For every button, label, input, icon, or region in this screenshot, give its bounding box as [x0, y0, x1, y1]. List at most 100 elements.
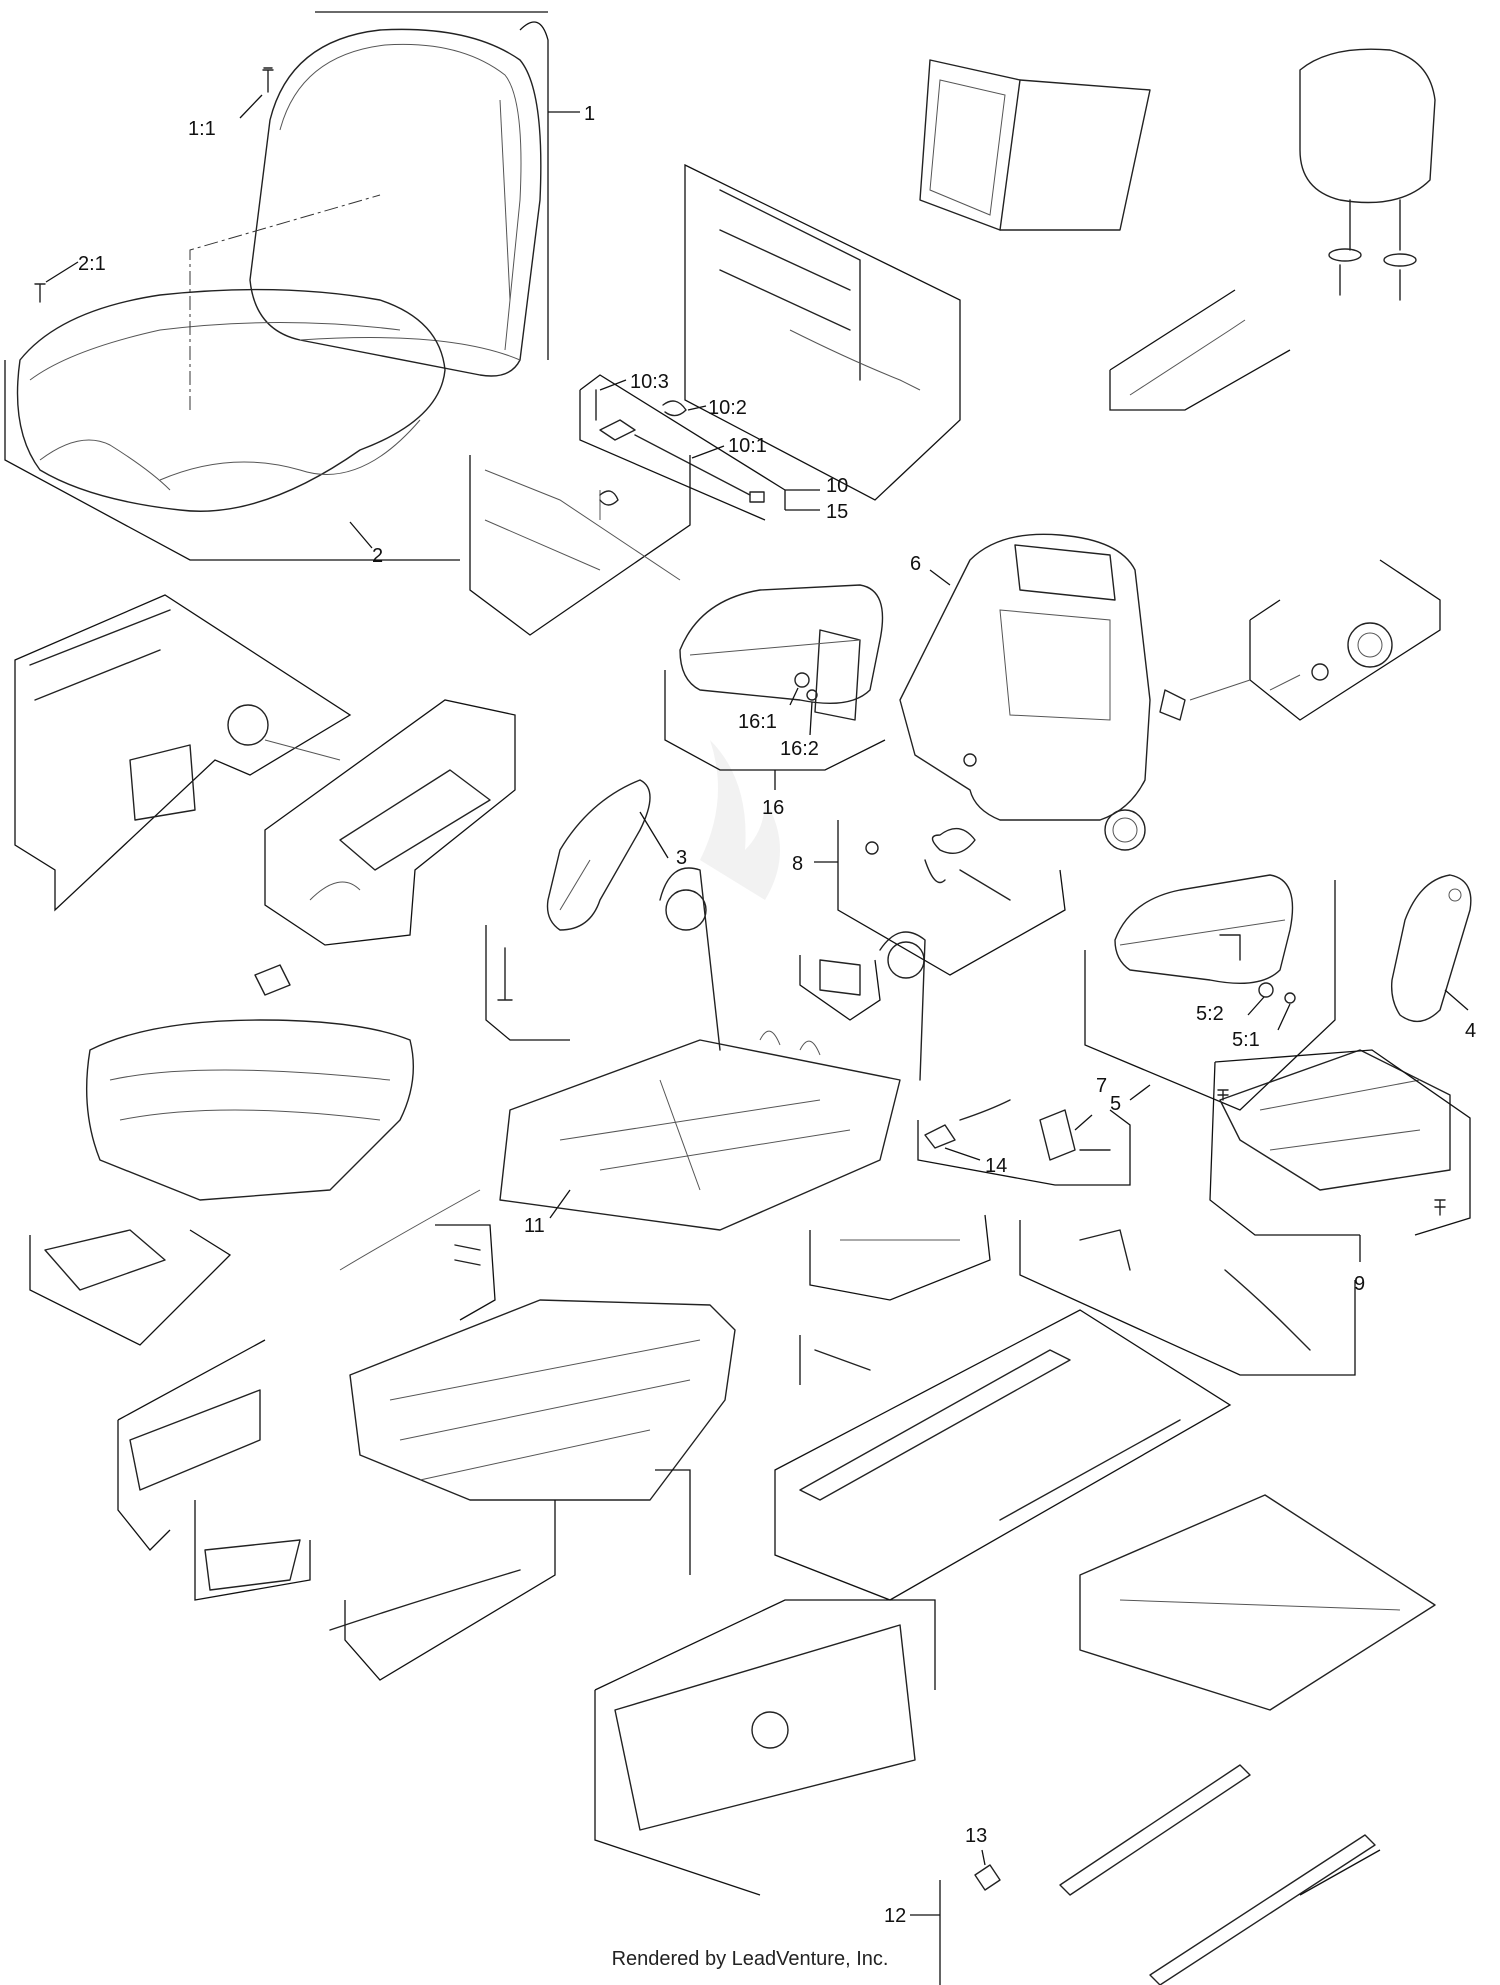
part-5-1-washer[interactable] — [1284, 992, 1296, 1004]
lower-seat-pan[interactable] — [349, 1299, 736, 1501]
mounting-plate[interactable] — [1079, 1494, 1436, 1711]
part-1-seat-back-cushion[interactable] — [249, 28, 542, 377]
stop-bracket-assembly[interactable] — [799, 955, 881, 1021]
frame-16 — [664, 670, 886, 771]
leader-16-2 — [809, 701, 813, 736]
leader-10-2 — [687, 405, 707, 411]
part-5-2-washer[interactable] — [1258, 982, 1274, 998]
slide-rail-assembly[interactable] — [774, 1309, 1232, 1601]
latch-cable-assembly[interactable] — [809, 1214, 991, 1301]
callout-2: 2 — [372, 545, 383, 567]
sensor-assembly[interactable] — [799, 1335, 871, 1385]
callout-11: 11 — [524, 1215, 545, 1237]
headrest-wiring[interactable] — [1109, 289, 1291, 411]
leader-7 — [1074, 1114, 1093, 1131]
part-16-armrest[interactable] — [679, 584, 884, 721]
callout-6: 6 — [910, 553, 921, 575]
leader-2 — [349, 521, 373, 549]
frame-9-outline — [1209, 1049, 1471, 1236]
headrest-assembly[interactable] — [1299, 48, 1436, 301]
lumbar-bracket-assembly[interactable] — [14, 594, 352, 912]
part-10-2-clip[interactable] — [662, 400, 687, 417]
leader-5-2 — [1247, 996, 1265, 1016]
part-2-1-screw[interactable] — [34, 283, 46, 303]
callout-4: 4 — [1465, 1020, 1476, 1042]
frame-2 — [4, 360, 460, 561]
callout-5-1: 5:1 — [1232, 1029, 1260, 1051]
leader-1-1 — [239, 94, 263, 119]
spring-link-assembly[interactable] — [339, 1189, 496, 1321]
leader-5-1 — [1277, 1003, 1291, 1031]
part-11-seat-base-frame[interactable] — [499, 867, 926, 1231]
left-side-panel[interactable] — [117, 1339, 266, 1551]
part-11-bolt[interactable] — [497, 947, 513, 1001]
callout-5-2: 5:2 — [1196, 1003, 1224, 1025]
leadventure-watermark — [700, 740, 780, 900]
leader-6 — [929, 569, 951, 586]
callout-16-1: 16:1 — [738, 711, 777, 733]
part-9-swivel-plate[interactable] — [1217, 1049, 1451, 1216]
part-1-1-screw[interactable] — [262, 67, 274, 93]
seat-back-panel-assembly[interactable] — [919, 59, 1151, 231]
leader-10-3 — [599, 379, 627, 391]
callout-10-1: 10:1 — [728, 435, 767, 457]
part-12-seat-track[interactable] — [1059, 1764, 1376, 1985]
callout-8: 8 — [792, 853, 803, 875]
callout-7: 7 — [1096, 1075, 1107, 1097]
callout-1-1: 1:1 — [188, 118, 216, 140]
seat-pan-bracket-assembly[interactable] — [29, 1229, 232, 1346]
callout-10-3: 10:3 — [630, 371, 669, 393]
wiring-harness-lower[interactable] — [469, 455, 691, 636]
part-14-lever[interactable] — [924, 1099, 1011, 1149]
callout-2-1: 2:1 — [78, 253, 106, 275]
part-16-2-washer[interactable] — [806, 689, 818, 701]
lever-handle-assembly[interactable] — [1019, 1220, 1356, 1376]
wiring-harness-top[interactable] — [684, 163, 961, 501]
part-8-spring-assembly[interactable] — [837, 820, 1066, 976]
part-4-side-cover[interactable] — [1390, 874, 1472, 1023]
callout-10-2: 10:2 — [708, 397, 747, 419]
callout-3: 3 — [676, 847, 687, 869]
callout-13: 13 — [965, 1825, 987, 1847]
callout-5: 5 — [1110, 1093, 1121, 1115]
callout-16-2: 16:2 — [780, 738, 819, 760]
frame-11-bolt — [485, 925, 570, 1041]
leader-16-1 — [789, 687, 799, 706]
callout-16: 16 — [762, 797, 784, 819]
leader-10-15 — [784, 489, 820, 511]
callout-10: 10 — [826, 475, 848, 497]
frame-5 — [1084, 880, 1336, 1111]
side-trim-assembly[interactable] — [194, 1500, 311, 1601]
leader-10-1 — [691, 445, 725, 459]
callout-15: 15 — [826, 501, 848, 523]
leader-14 — [944, 1147, 981, 1161]
seat-pan-assembly[interactable] — [85, 964, 414, 1201]
callout-9: 9 — [1354, 1273, 1365, 1295]
front-trim-assembly[interactable] — [329, 1500, 556, 1681]
part-10-cable-assembly[interactable] — [579, 374, 786, 521]
frame-7-14 — [917, 1109, 1131, 1186]
centerline-1-2 — [189, 194, 381, 410]
base-plate-assembly[interactable] — [594, 1599, 936, 1896]
lever-bracket-assembly[interactable] — [264, 699, 516, 946]
footer-credit: Rendered by LeadVenture, Inc. — [611, 1948, 889, 1970]
part-13-handle[interactable] — [974, 1864, 1001, 1891]
callout-1: 1 — [584, 103, 595, 125]
frame-12 — [939, 1849, 1381, 1985]
leader-11 — [549, 1189, 571, 1219]
part-2-seat-cushion[interactable] — [16, 288, 446, 512]
part-6-seat-back-frame[interactable] — [899, 533, 1151, 851]
part-5-armrest[interactable] — [1114, 874, 1294, 985]
part-16-1-washer[interactable] — [794, 672, 810, 688]
leader-2-1 — [45, 261, 79, 283]
part-7-latch-bracket[interactable] — [1039, 1109, 1111, 1161]
leader-part-3 — [639, 811, 669, 859]
leader-5 — [1129, 1084, 1151, 1101]
frame-1 — [519, 21, 549, 360]
callout-14: 14 — [985, 1155, 1007, 1177]
part-3-side-cover[interactable] — [546, 779, 651, 931]
lower-side-bracket[interactable] — [655, 1469, 691, 1575]
recline-knob-assembly[interactable] — [1159, 559, 1441, 721]
